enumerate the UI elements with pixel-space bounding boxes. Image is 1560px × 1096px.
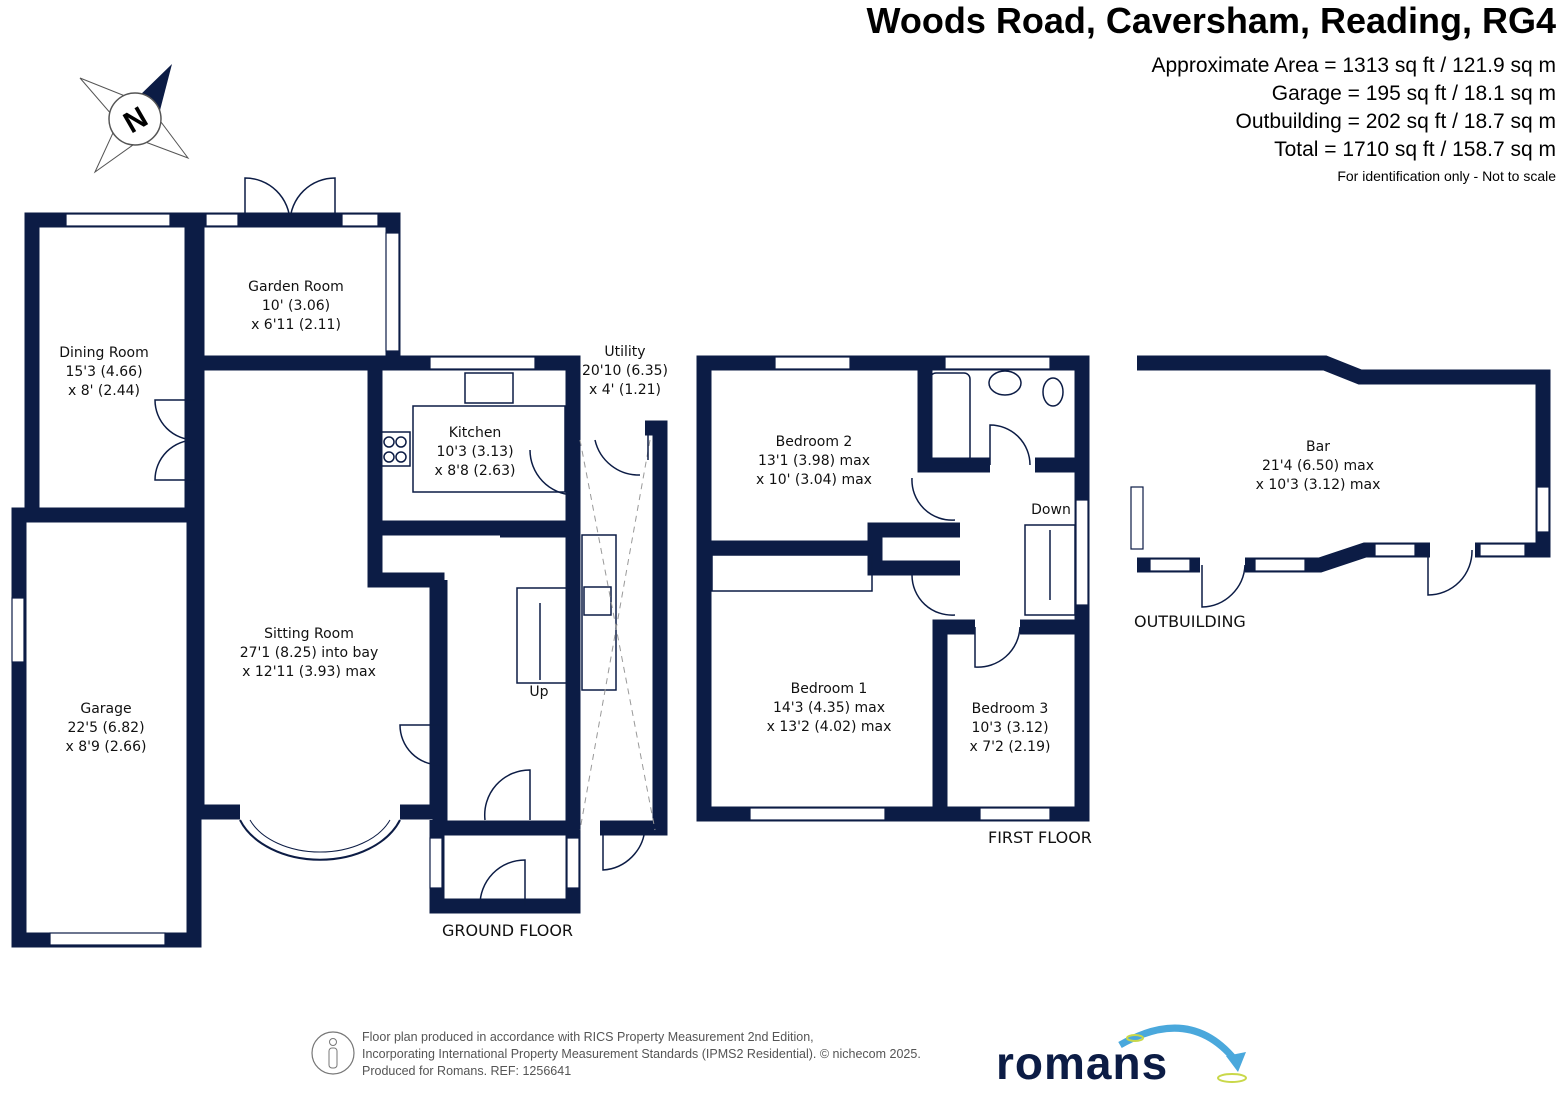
- room-dimension: 14'3 (4.35) max: [773, 700, 885, 716]
- ground-floor-label: GROUND FLOOR: [442, 921, 573, 940]
- room-name: Garage: [80, 701, 131, 717]
- area-outbuilding: Outbuilding = 202 sq ft / 18.7 sq m: [1235, 110, 1556, 133]
- room-name: Dining Room: [59, 345, 149, 361]
- room-dimension: x 12'11 (3.93) max: [242, 664, 376, 680]
- room-garage: Garage 22'5 (6.82) x 8'9 (2.66): [66, 701, 147, 755]
- room-bedroom-2: Bedroom 2 13'1 (3.98) max x 10' (3.04) m…: [756, 434, 872, 488]
- property-title: Woods Road, Caversham, Reading, RG4: [866, 0, 1556, 41]
- room-name: Bedroom 2: [776, 434, 853, 450]
- room-name: Bedroom 1: [791, 681, 868, 697]
- scale-note: For identification only - Not to scale: [1337, 168, 1556, 184]
- room-garden-room: Garden Room 10' (3.06) x 6'11 (2.11): [248, 279, 344, 333]
- area-approximate: Approximate Area = 1313 sq ft / 121.9 sq…: [1151, 54, 1557, 77]
- room-name: Kitchen: [449, 425, 502, 441]
- area-garage: Garage = 195 sq ft / 18.1 sq m: [1271, 82, 1556, 105]
- room-bar: Bar 21'4 (6.50) max x 10'3 (3.12) max: [1256, 439, 1381, 493]
- room-dimension: x 13'2 (4.02) max: [767, 719, 892, 735]
- first-floor-walls: [696, 355, 1090, 822]
- stairs-up-label: Up: [529, 684, 548, 700]
- room-dimension: 13'1 (3.98) max: [758, 453, 870, 469]
- room-dimension: 10'3 (3.13): [436, 444, 513, 460]
- room-dimension: x 4' (1.21): [589, 382, 661, 398]
- area-summary: Approximate Area = 1313 sq ft / 121.9 sq…: [1152, 52, 1557, 164]
- room-dimension: x 6'11 (2.11): [251, 317, 341, 333]
- romans-logo: romans: [996, 1037, 1169, 1089]
- room-dimension: x 7'2 (2.19): [970, 739, 1051, 755]
- room-kitchen: Kitchen 10'3 (3.13) x 8'8 (2.63): [435, 425, 516, 479]
- room-dimension: x 8' (2.44): [68, 383, 140, 399]
- room-dimension: 10' (3.06): [262, 298, 330, 314]
- room-sitting-room: Sitting Room 27'1 (8.25) into bay x 12'1…: [240, 626, 379, 680]
- room-dimension: 20'10 (6.35): [582, 363, 668, 379]
- footer-line: Produced for Romans. REF: 1256641: [362, 1064, 572, 1078]
- room-name: Bedroom 3: [972, 701, 1049, 717]
- room-bedroom-1: Bedroom 1 14'3 (4.35) max x 13'2 (4.02) …: [767, 681, 892, 735]
- outbuilding-label: OUTBUILDING: [1134, 612, 1246, 631]
- room-name: Bar: [1306, 439, 1330, 455]
- room-dimension: x 10' (3.04) max: [756, 472, 872, 488]
- outbuilding-walls: [1130, 355, 1551, 608]
- first-floor-label: FIRST FLOOR: [988, 828, 1092, 847]
- room-name: Garden Room: [248, 279, 344, 295]
- ground-floor-walls: [11, 177, 668, 948]
- room-dimension: 21'4 (6.50) max: [1262, 458, 1374, 474]
- logo-arrow-icon: [1118, 1024, 1247, 1083]
- room-dining-room: Dining Room 15'3 (4.66) x 8' (2.44): [59, 345, 149, 399]
- room-name: Utility: [604, 344, 645, 360]
- room-dimension: x 10'3 (3.12) max: [1256, 477, 1381, 493]
- room-name: Sitting Room: [264, 626, 354, 642]
- room-dimension: x 8'9 (2.66): [66, 739, 147, 755]
- stairs-down-label: Down: [1031, 502, 1071, 518]
- room-dimension: x 8'8 (2.63): [435, 463, 516, 479]
- footer-line: Floor plan produced in accordance with R…: [362, 1030, 814, 1044]
- room-dimension: 10'3 (3.12): [971, 720, 1048, 736]
- room-utility: Utility 20'10 (6.35) x 4' (1.21): [582, 344, 668, 398]
- compass-icon: N: [79, 64, 190, 174]
- room-dimension: 15'3 (4.66): [65, 364, 142, 380]
- area-total: Total = 1710 sq ft / 158.7 sq m: [1274, 138, 1556, 161]
- room-dimension: 22'5 (6.82): [67, 720, 144, 736]
- footer-disclaimer: Floor plan produced in accordance with R…: [362, 1029, 921, 1080]
- rics-person-icon: [311, 1031, 355, 1075]
- room-bedroom-3: Bedroom 3 10'3 (3.12) x 7'2 (2.19): [970, 701, 1051, 755]
- footer-line: Incorporating International Property Mea…: [362, 1047, 921, 1061]
- room-dimension: 27'1 (8.25) into bay: [240, 645, 379, 661]
